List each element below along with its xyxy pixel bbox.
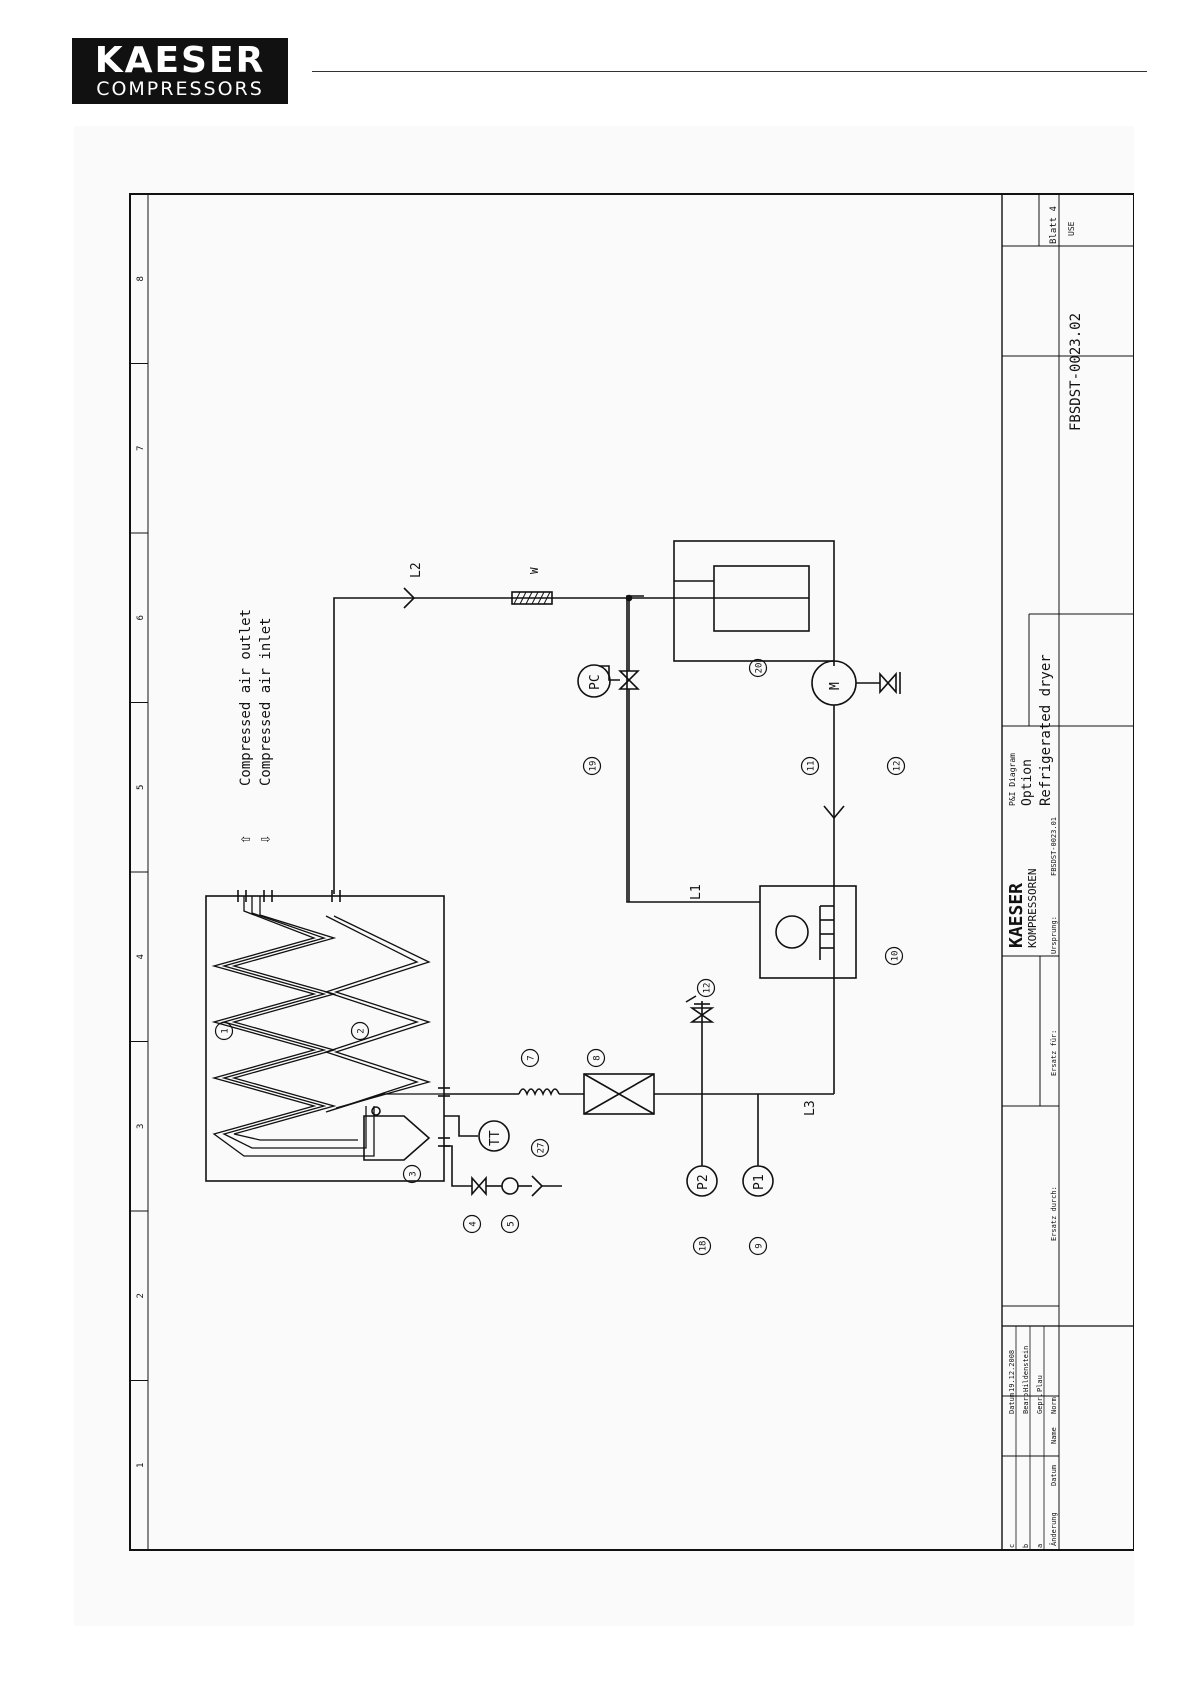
line-w: W: [528, 567, 541, 574]
header-rule: [312, 71, 1147, 72]
component-ref-11: 11: [800, 756, 820, 776]
component-ref-4: 4: [462, 1214, 482, 1234]
line-l2: L2: [409, 562, 424, 578]
component-number: 10: [891, 951, 901, 962]
component-number: 11: [807, 761, 817, 772]
component-ref-27: 27: [530, 1138, 550, 1158]
grid-number-3: 3: [136, 1124, 146, 1129]
legend-outlet: Compressed air outlet: [238, 609, 254, 786]
component-number: 12: [893, 761, 903, 772]
instrument-p1: P1: [752, 1174, 767, 1190]
grid-number-7: 7: [136, 446, 146, 451]
tb-rev-name: Name: [1050, 1427, 1058, 1444]
component-number: 27: [537, 1143, 547, 1154]
component-number: 5: [507, 1221, 517, 1226]
component-number: 7: [527, 1055, 537, 1060]
tb-doc-type: P&I Diagram: [1008, 753, 1017, 806]
pid-diagram: Compressed air outlet Compressed air inl…: [129, 193, 1134, 1551]
component-ref-20: 20: [748, 658, 768, 678]
drawing-sheet: Compressed air outlet Compressed air inl…: [74, 126, 1134, 1626]
component-ref-18: 18: [692, 1236, 712, 1256]
tb-gepr-label: Gepr.: [1036, 1393, 1044, 1414]
tb-logo-line1: KAESER: [1006, 883, 1027, 948]
instrument-tt: TT: [488, 1130, 503, 1146]
grid-number-8: 8: [136, 276, 146, 281]
component-ref-12: 12: [886, 756, 906, 776]
tb-bearb-value: Hildenstein: [1022, 1346, 1030, 1392]
logo-brand: KAESER: [94, 40, 266, 81]
component-number: 3: [409, 1171, 419, 1176]
kaeser-logo: KAESER COMPRESSORS: [72, 38, 288, 104]
component-number: 1: [221, 1028, 231, 1033]
tb-logo-line2: KOMPRESSOREN: [1026, 869, 1039, 948]
grid-number-2: 2: [136, 1293, 146, 1298]
tb-rev-b: b: [1022, 1544, 1030, 1548]
logo-subtitle: COMPRESSORS: [96, 78, 264, 100]
grid-number-1: 1: [136, 1463, 146, 1468]
inlet-arrow-icon: ⇩: [255, 834, 274, 844]
tb-norm-label: Norm: [1050, 1397, 1058, 1414]
component-number: 2: [357, 1028, 367, 1033]
component-ref-5: 5: [500, 1214, 520, 1234]
line-l1: L1: [689, 884, 704, 900]
tb-rev-change: Änderung: [1049, 1512, 1058, 1546]
tb-origin-label: Ursprung:: [1050, 916, 1058, 954]
component-number: 19: [589, 761, 599, 772]
instrument-pc: PC: [588, 674, 603, 690]
tb-datum-label: Datum: [1008, 1393, 1016, 1414]
grid-number-6: 6: [136, 615, 146, 620]
component-number: 18: [699, 1241, 709, 1252]
component-ref-2: 2: [350, 1021, 370, 1041]
instrument-p2: P2: [696, 1174, 711, 1190]
tb-origin-value: FBSDST-0023.01: [1050, 817, 1058, 876]
tb-drawing-no: FBSDST-0023.02: [1068, 313, 1084, 431]
component-ref-7: 7: [520, 1048, 540, 1068]
tb-title: Refrigerated dryer: [1038, 654, 1054, 806]
component-ref-1: 1: [214, 1021, 234, 1041]
tb-rev-c: c: [1008, 1544, 1016, 1548]
component-ref-3: 3: [402, 1164, 422, 1184]
tb-gepr-value: Plau: [1036, 1375, 1044, 1392]
tb-rev-date: Datum: [1050, 1465, 1058, 1486]
tb-sheet: Blatt 4: [1049, 206, 1059, 244]
component-number: 8: [593, 1055, 603, 1060]
tb-datum-value: 19.12.2008: [1008, 1350, 1016, 1392]
component-number: 4: [469, 1221, 479, 1226]
grid-number-4: 4: [136, 954, 146, 959]
component-ref-9: 9: [748, 1236, 768, 1256]
tb-rev-a: a: [1036, 1544, 1044, 1548]
tb-lang: USE: [1067, 221, 1076, 236]
component-ref-10: 10: [884, 946, 904, 966]
tb-replaces-for: Ersatz für:: [1050, 1030, 1058, 1076]
outlet-arrow-icon: ⇧: [235, 834, 254, 844]
component-number: 20: [755, 663, 765, 674]
line-l3: L3: [803, 1100, 818, 1116]
tb-replaced-by: Ersatz durch:: [1050, 1186, 1058, 1241]
component-number: 9: [755, 1243, 765, 1248]
motor-m: M: [828, 682, 843, 690]
component-number: 12: [703, 983, 713, 994]
component-ref-19: 19: [582, 756, 602, 776]
legend-inlet: Compressed air inlet: [258, 617, 274, 786]
tb-option: Option: [1020, 759, 1035, 806]
component-ref-12: 12: [696, 978, 716, 998]
tb-bearb-label: Bearb.: [1022, 1389, 1030, 1414]
component-ref-8: 8: [586, 1048, 606, 1068]
grid-number-5: 5: [136, 785, 146, 790]
